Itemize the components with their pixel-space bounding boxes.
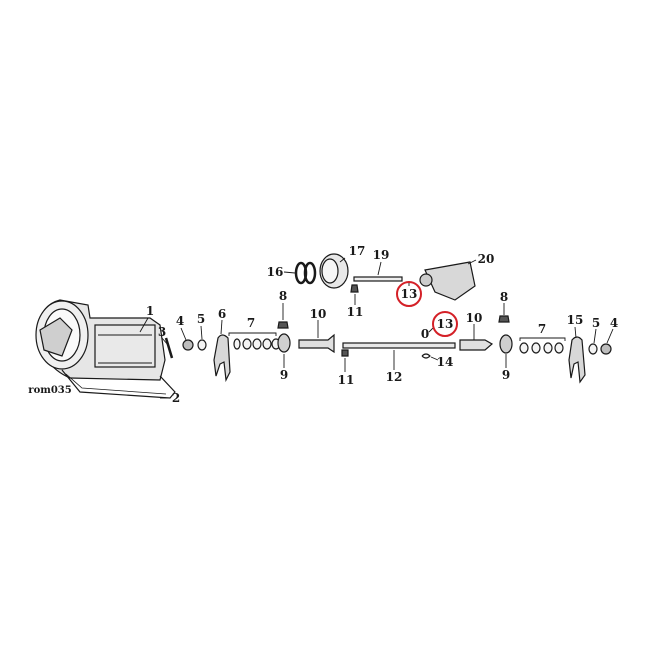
part-label-3: 3 <box>157 325 167 339</box>
spacer-washers-left-part <box>233 338 281 350</box>
shifter-clamp-right-part <box>499 334 513 354</box>
washer-part-left <box>197 339 207 351</box>
leader-lines <box>139 257 614 399</box>
drum-part <box>319 253 349 289</box>
part-label-2: 2 <box>171 391 181 405</box>
plunger-part-top <box>350 284 359 293</box>
plunger-cap-right-part <box>498 315 510 323</box>
shifter-fork-right-part <box>568 336 586 384</box>
highlighted-part-callout-13-upper[interactable]: 13 <box>396 281 422 307</box>
part-label-11-top: 11 <box>346 305 364 319</box>
shaft-end-left-part <box>298 333 335 354</box>
plunger-part-bottom <box>341 349 349 357</box>
highlighted-part-callout-13-lower[interactable]: 13 <box>432 311 458 337</box>
part-label-5-right: 5 <box>591 316 601 330</box>
part-label-4-right: 4 <box>609 316 619 330</box>
cam-gear-part <box>419 261 476 301</box>
part-label-4-left: 4 <box>175 314 185 328</box>
part-label-10-left: 10 <box>309 307 327 321</box>
diagram-reference-code: rom035 <box>28 385 72 396</box>
part-label-9-left: 9 <box>279 368 289 382</box>
part-label-5-left: 5 <box>196 312 206 326</box>
part-label-20: 20 <box>477 252 495 266</box>
transmission-case-part <box>35 299 166 381</box>
part-label-8-right: 8 <box>499 290 509 304</box>
gasket-part <box>61 369 176 399</box>
bolt-part <box>164 337 174 359</box>
part-label-15: 15 <box>566 313 584 327</box>
part-label-12: 12 <box>385 370 403 384</box>
shift-shaft-part <box>342 342 456 349</box>
washer-part-right <box>588 343 598 355</box>
pin-part <box>421 353 431 359</box>
spacer-washers-right-part <box>519 342 564 354</box>
shifter-clamp-left-part <box>277 333 291 353</box>
part-label-6: 6 <box>217 307 227 321</box>
part-label-14: 14 <box>436 355 454 369</box>
nut-part-right <box>600 343 612 355</box>
plunger-cap-left-part <box>277 321 289 329</box>
shaft-end-right-part <box>459 339 494 351</box>
part-label-7-right: 7 <box>537 322 547 336</box>
part-label-7-left: 7 <box>246 316 256 330</box>
shifter-fork-left-part <box>213 334 231 383</box>
part-label-9-right: 9 <box>501 368 511 382</box>
part-label-17: 17 <box>348 244 366 258</box>
spring-part <box>294 261 317 285</box>
part-label-8-left: 8 <box>278 289 288 303</box>
part-label-0: 0 <box>420 327 430 341</box>
part-label-1: 1 <box>145 304 155 318</box>
part-label-19: 19 <box>372 248 390 262</box>
part-label-16: 16 <box>266 265 284 279</box>
rod-part <box>353 276 403 282</box>
nut-part-left <box>182 339 194 351</box>
part-label-11-bottom: 11 <box>337 373 355 387</box>
part-label-10-right: 10 <box>465 311 483 325</box>
